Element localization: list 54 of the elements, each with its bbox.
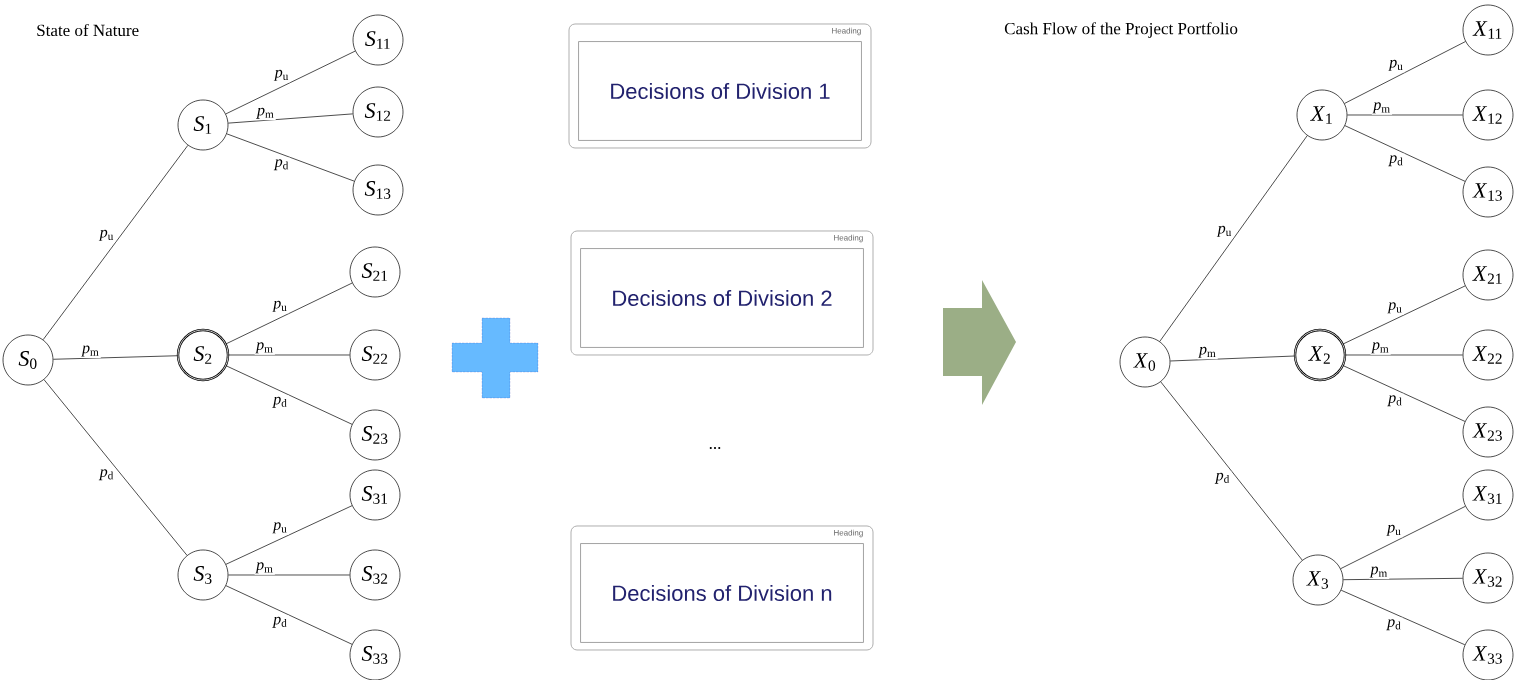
branch-line: [225, 505, 353, 565]
edge-label: p$_{m}$: [1370, 340, 1391, 355]
decision-box: Heading Decisions of Division 1: [568, 23, 872, 149]
branch-line: [1342, 365, 1466, 422]
ellipsis: ...: [709, 447, 721, 449]
branch-line: [226, 133, 355, 182]
edge-label: p$_{m}$: [1371, 100, 1393, 115]
edge-label: p$_{m}$: [254, 340, 275, 355]
edge-label: p$_{d}$: [1385, 617, 1403, 632]
edge-label: p$_{d}$: [271, 615, 289, 630]
branch-line: [1159, 135, 1308, 342]
branch-line: [1170, 355, 1295, 362]
title-text: State of Nature: [37, 23, 139, 37]
title-text: Cash Flow of the Project Portfolio: [1004, 22, 1238, 38]
branch-line: [225, 282, 353, 345]
branch-line: [225, 585, 353, 645]
edge-label: p$_{u}$: [1385, 523, 1403, 538]
branch-line: [43, 379, 188, 556]
edge-label: p$_{m}$: [80, 344, 101, 358]
branch-line: [1345, 354, 1463, 356]
edge-label: p$_{d}$: [1214, 471, 1232, 486]
branch-line: [1342, 285, 1466, 345]
decision-box: Heading Decisions of Division 2: [570, 230, 874, 356]
edge-label: p$_{m}$: [255, 106, 276, 121]
edge-label: p$_{m}$: [1369, 565, 1390, 580]
branch-line: [225, 365, 353, 425]
branch-line: [1343, 577, 1463, 581]
branch-line: [228, 574, 350, 576]
edge-label: p$_{m}$: [1197, 345, 1218, 360]
decision-box: Heading Decisions of Division n: [570, 525, 874, 651]
edge-label: p$_{d}$: [273, 157, 291, 172]
edge-label: p$_{u}$: [271, 520, 289, 535]
branch-line: [42, 145, 189, 341]
edge-label: p$_{d}$: [1387, 153, 1405, 168]
branch-line: [1344, 125, 1466, 182]
edge-label: p$_{u}$: [271, 299, 289, 314]
edge-label: p$_{u}$: [98, 228, 116, 243]
edge-label: p$_{d}$: [271, 395, 289, 410]
branch-line: [1340, 589, 1466, 646]
branch-line: [1160, 381, 1303, 561]
edge-label: p$_{u}$: [1387, 58, 1405, 73]
branch-line: [228, 354, 350, 356]
edge-label: p$_{u}$: [1386, 300, 1404, 315]
branch-line: [225, 50, 356, 115]
branch-line: [227, 113, 354, 124]
branch-line: [1340, 505, 1466, 569]
edge-label: p$_{u}$: [1216, 224, 1234, 239]
branch-line: [1344, 41, 1466, 104]
edge-label: p$_{d}$: [98, 467, 116, 482]
edge-label: p$_{m}$: [254, 560, 275, 575]
edge-label: p$_{u}$: [273, 68, 291, 83]
edge-label: p$_{d}$: [1386, 393, 1404, 408]
branch-line: [1347, 114, 1463, 116]
branch-line: [53, 355, 178, 360]
